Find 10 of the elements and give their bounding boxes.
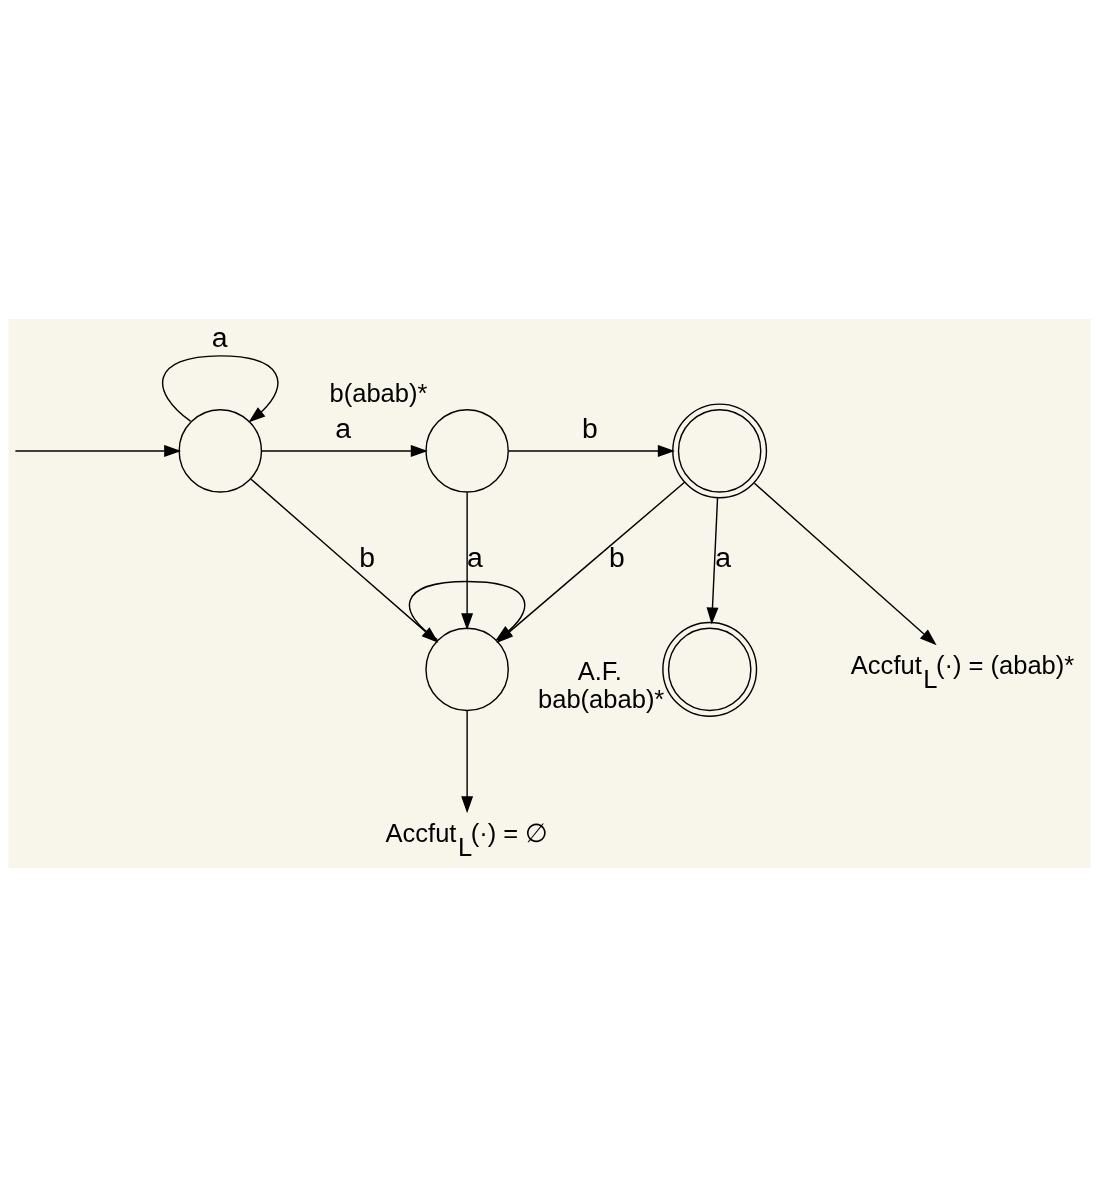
edge-label: a — [715, 540, 732, 573]
edge-label: b — [582, 411, 598, 444]
edge-label: a — [467, 540, 483, 573]
node-label: bab(abab)* — [538, 684, 665, 713]
edge-label: b — [608, 540, 625, 573]
edge-label: b — [359, 540, 376, 573]
node-label: b(abab)* — [329, 378, 428, 407]
node-label: A.F. — [577, 656, 622, 685]
edge-label: a — [211, 320, 228, 353]
edge-label: a — [335, 411, 351, 444]
